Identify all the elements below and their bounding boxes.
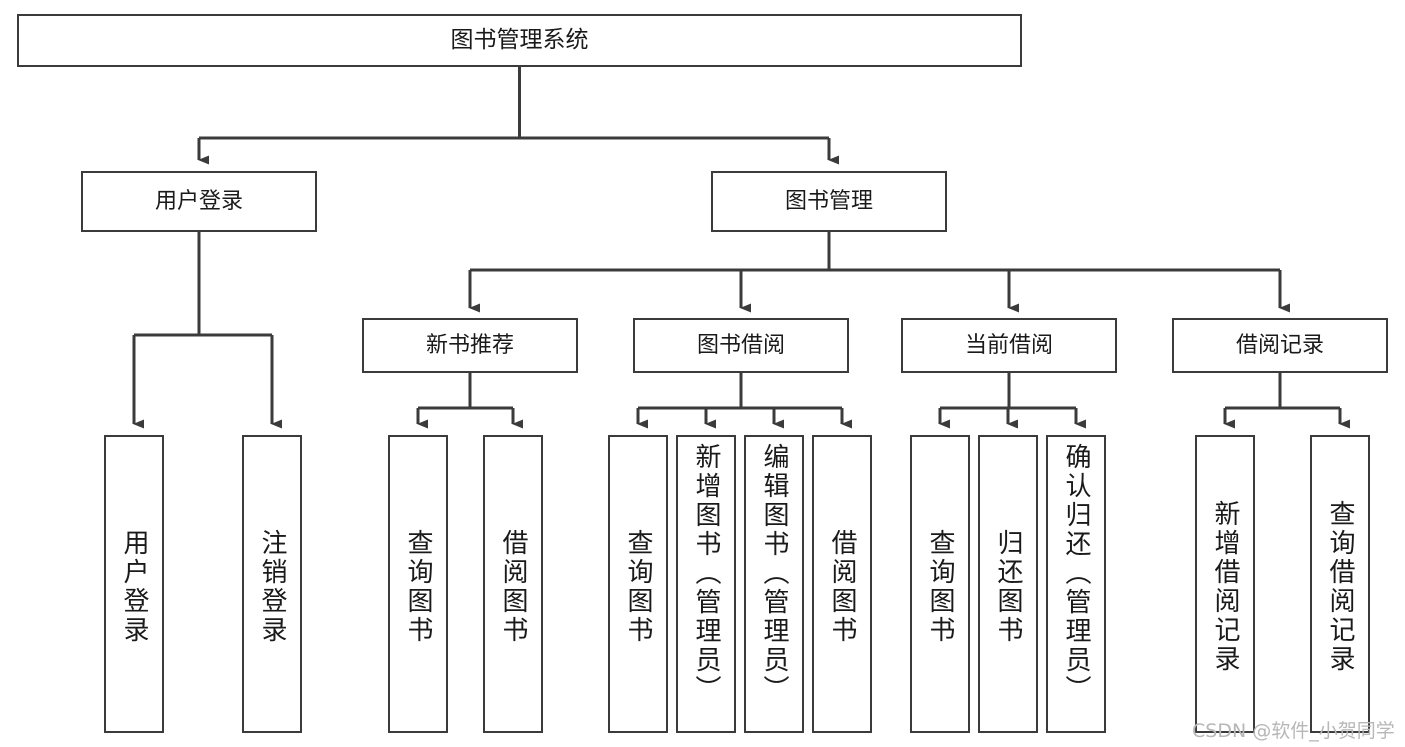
node-new-book-recommend[interactable]: 新书推荐: [362, 318, 578, 373]
leaf-node[interactable]: 编辑图书（管理员）: [744, 435, 804, 733]
leaf-node[interactable]: 新增图书（管理员）: [676, 435, 736, 733]
node-book-borrow[interactable]: 图书借阅: [633, 318, 849, 373]
leaf-node[interactable]: 用户登录: [104, 435, 164, 733]
node-user-login-label: 用户登录: [154, 188, 243, 214]
leaf-node[interactable]: 借阅图书: [812, 435, 872, 733]
leaf-node[interactable]: 查询图书: [388, 435, 448, 733]
leaf-node-label: 归还图书: [993, 529, 1023, 645]
node-root[interactable]: 图书管理系统: [17, 14, 1022, 67]
node-current-borrow-label: 当前借阅: [964, 332, 1053, 358]
leaf-node-label: 新增图书（管理员）: [691, 443, 721, 704]
node-user-login[interactable]: 用户登录: [81, 171, 317, 232]
node-root-label: 图书管理系统: [450, 27, 589, 54]
leaf-node[interactable]: 借阅图书: [483, 435, 543, 733]
leaf-node-label: 新增借阅记录: [1210, 500, 1240, 674]
node-book-management-label: 图书管理: [784, 188, 873, 214]
leaf-node[interactable]: 归还图书: [978, 435, 1038, 733]
leaf-node[interactable]: 确认归还（管理员）: [1046, 435, 1106, 733]
leaf-node-label: 注销登录: [257, 529, 287, 645]
leaf-node-label: 编辑图书（管理员）: [759, 443, 789, 704]
leaf-node[interactable]: 查询图书: [608, 435, 668, 733]
leaf-node-label: 查询图书: [623, 529, 653, 645]
leaf-node-label: 借阅图书: [827, 529, 857, 645]
leaf-node-label: 借阅图书: [498, 529, 528, 645]
leaf-node-label: 用户登录: [119, 529, 149, 645]
leaf-node[interactable]: 查询借阅记录: [1310, 435, 1370, 733]
node-borrow-record-label: 借阅记录: [1235, 332, 1324, 358]
node-book-management[interactable]: 图书管理: [711, 171, 947, 232]
leaf-node[interactable]: 注销登录: [242, 435, 302, 733]
leaf-node-label: 查询图书: [403, 529, 433, 645]
node-new-book-recommend-label: 新书推荐: [425, 332, 514, 358]
node-current-borrow[interactable]: 当前借阅: [901, 318, 1117, 373]
leaf-node[interactable]: 新增借阅记录: [1195, 435, 1255, 733]
leaf-node[interactable]: 查询图书: [910, 435, 970, 733]
node-book-borrow-label: 图书借阅: [696, 332, 785, 358]
leaf-node-label: 确认归还（管理员）: [1061, 443, 1091, 704]
node-borrow-record[interactable]: 借阅记录: [1172, 318, 1388, 373]
leaf-node-label: 查询借阅记录: [1325, 500, 1355, 674]
leaf-node-label: 查询图书: [925, 529, 955, 645]
